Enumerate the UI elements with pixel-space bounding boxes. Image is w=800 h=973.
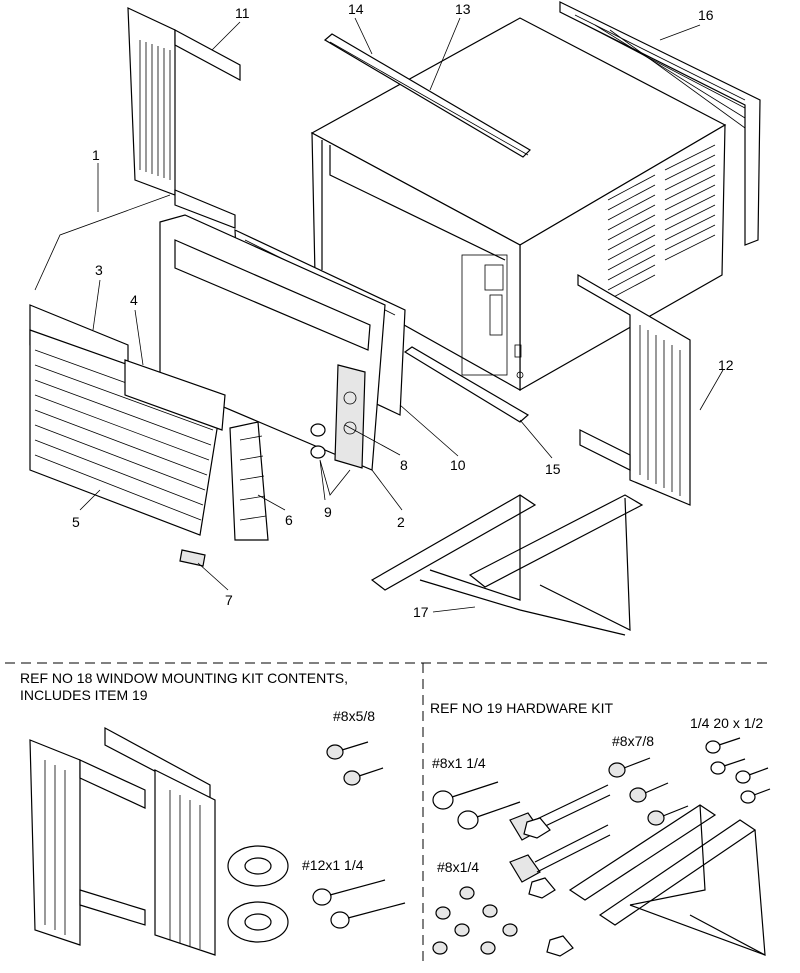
cabinet-wrapper xyxy=(310,17,727,392)
side-panel xyxy=(229,421,269,541)
bottom-rail xyxy=(403,346,530,423)
callout-7: 7 xyxy=(225,592,233,608)
callout-15: 15 xyxy=(545,461,561,477)
callout-numbers: 1 2 3 4 5 6 7 8 9 10 11 12 13 14 15 16 1… xyxy=(72,1,734,620)
kit18-screw-b-label: #12x1 1/4 xyxy=(302,857,364,873)
cabinet-louvers xyxy=(607,144,716,301)
callout-11: 11 xyxy=(235,5,250,21)
callout-1: 1 xyxy=(92,147,100,163)
top-rail xyxy=(323,33,531,158)
kit18-section: REF NO 18 WINDOW MOUNTING KIT CONTENTS, … xyxy=(20,670,406,956)
callout-16: 16 xyxy=(698,7,714,23)
callout-13: 13 xyxy=(455,1,471,17)
kit19-screw-d-label: #8x1/4 xyxy=(437,859,479,875)
callout-8: 8 xyxy=(400,457,408,473)
rear-grille xyxy=(559,1,761,246)
louver-assembly xyxy=(124,359,226,431)
callout-2: 2 xyxy=(397,514,405,530)
callout-5: 5 xyxy=(72,514,80,530)
callout-17: 17 xyxy=(413,604,429,620)
left-side-curtain xyxy=(127,7,241,229)
callout-6: 6 xyxy=(285,512,293,528)
callout-3: 3 xyxy=(95,262,103,278)
callout-leaders xyxy=(34,17,724,613)
callout-14: 14 xyxy=(348,1,364,17)
kit18-title-line1: REF NO 18 WINDOW MOUNTING KIT CONTENTS, xyxy=(20,670,348,686)
kit18-screw-a-label: #8x5/8 xyxy=(333,708,375,724)
callout-12: 12 xyxy=(718,357,734,373)
front-frame xyxy=(159,214,386,471)
kit19-screw-c-label: #8x1 1/4 xyxy=(432,755,486,771)
callout-9: 9 xyxy=(324,504,332,520)
kit18-title-line2: INCLUDES ITEM 19 xyxy=(20,687,148,703)
callout-10: 10 xyxy=(450,457,466,473)
callout-4: 4 xyxy=(130,292,138,308)
kit19-screw-a-label: #8x7/8 xyxy=(612,733,654,749)
nameplate-badge xyxy=(179,549,206,567)
control-knobs xyxy=(310,423,326,459)
mounting-brackets xyxy=(370,494,644,636)
kit19-section: REF NO 19 HARDWARE KIT #8x7/8 1/4 20 x 1… xyxy=(430,700,771,957)
kit19-screw-b-label: 1/4 20 x 1/2 xyxy=(690,715,763,731)
kit19-title: REF NO 19 HARDWARE KIT xyxy=(430,700,614,716)
right-side-curtain xyxy=(577,273,691,506)
